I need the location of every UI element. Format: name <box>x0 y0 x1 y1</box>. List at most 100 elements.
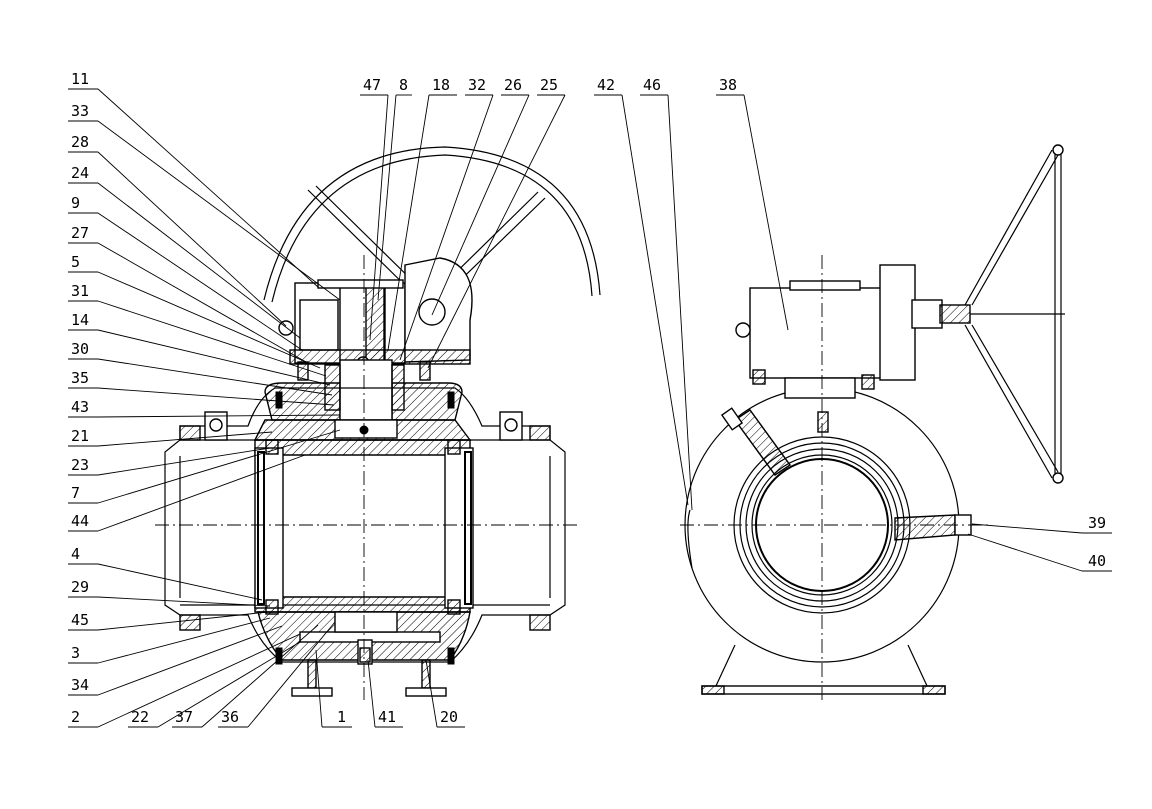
part-label: 39 <box>1088 514 1106 532</box>
callout-31: 31 <box>68 282 327 377</box>
callout-8: 8 <box>377 76 412 301</box>
support-foot <box>405 687 447 697</box>
gasket <box>275 391 283 409</box>
callout-45: 45 <box>68 611 269 631</box>
base-plate <box>701 685 946 695</box>
callout-43: 43 <box>68 398 341 418</box>
seat-spring-left <box>265 599 279 615</box>
part-label: 5 <box>71 253 80 271</box>
callout-3: 3 <box>68 617 271 664</box>
part-label: 44 <box>71 512 89 530</box>
callout-40: 40 <box>967 533 1112 572</box>
adapter-bolt <box>861 374 875 390</box>
part-label: 35 <box>71 369 89 387</box>
ball-top <box>254 439 471 456</box>
injection-fitting <box>720 407 744 431</box>
handwheel-spoke-side <box>971 154 1059 306</box>
callout-36: 36 <box>218 621 336 728</box>
callout-27: 27 <box>68 224 307 363</box>
part-label: 46 <box>643 76 661 94</box>
callout-2: 2 <box>68 633 301 728</box>
seat-spring-left <box>265 439 279 455</box>
body-lug <box>529 614 551 631</box>
callout-37: 37 <box>172 624 319 728</box>
gasket <box>447 391 455 409</box>
callout-33: 33 <box>68 102 341 301</box>
part-label: 9 <box>71 194 80 212</box>
part-label: 2 <box>71 708 80 726</box>
side-view <box>680 144 1065 700</box>
part-label: 24 <box>71 164 89 182</box>
callout-30: 30 <box>68 340 333 396</box>
part-label: 43 <box>71 398 89 416</box>
lifting-lug-hole <box>504 418 518 432</box>
callout-4: 4 <box>68 545 263 601</box>
gearbox-top <box>789 280 861 291</box>
handwheel-spoke-side <box>964 324 1053 479</box>
gearbox-top-plate <box>317 279 404 289</box>
seat-ring-right <box>464 451 472 605</box>
bottom-callouts: 22 37 36 1 41 20 <box>128 621 465 728</box>
gearbox-side <box>879 264 916 381</box>
callout-39: 39 <box>971 514 1112 534</box>
callout-47: 47 <box>360 76 389 341</box>
callout-38: 38 <box>716 76 789 331</box>
top-stem-marker <box>817 411 829 433</box>
part-label: 14 <box>71 311 89 329</box>
callout-22: 22 <box>128 641 301 728</box>
callout-44: 44 <box>68 454 306 532</box>
part-label: 47 <box>363 76 381 94</box>
handwheel-rim <box>263 146 601 301</box>
part-label: 33 <box>71 102 89 120</box>
adapter-bolt <box>752 369 766 385</box>
lifting-lug-hole <box>209 418 223 432</box>
part-label: 28 <box>71 133 89 151</box>
callout-25: 25 <box>427 76 566 369</box>
part-label: 1 <box>337 708 346 726</box>
part-label: 8 <box>399 76 408 94</box>
part-label: 29 <box>71 578 89 596</box>
vent-port <box>894 514 956 541</box>
callout-20: 20 <box>425 659 465 728</box>
part-label: 38 <box>719 76 737 94</box>
part-label: 31 <box>71 282 89 300</box>
handwheel-rim-inner <box>271 154 593 303</box>
base-plate-end <box>701 685 725 695</box>
seat-spring-right <box>447 439 461 455</box>
gearbox-plug <box>735 322 751 338</box>
ball-bottom <box>254 596 471 613</box>
base-plate-end <box>922 685 946 695</box>
part-label: 22 <box>131 708 149 726</box>
callout-18: 18 <box>387 76 457 351</box>
part-label: 21 <box>71 427 89 445</box>
callout-14: 14 <box>68 311 331 386</box>
part-label: 32 <box>468 76 486 94</box>
callout-29: 29 <box>68 578 271 607</box>
part-label: 40 <box>1088 552 1106 570</box>
handwheel-rim-bottom <box>1052 472 1064 484</box>
handwheel-spoke-side <box>971 324 1059 473</box>
support-leg <box>307 659 317 689</box>
callout-21: 21 <box>68 427 273 447</box>
callout-28: 28 <box>68 133 287 327</box>
top-callouts: 47 8 18 32 26 25 42 46 38 <box>360 76 789 511</box>
callout-1: 1 <box>315 649 352 728</box>
callout-23: 23 <box>68 447 271 476</box>
handwheel-rim-top <box>1052 144 1064 156</box>
stem <box>339 359 393 423</box>
left-callouts: 11 33 28 24 9 27 5 31 14 30 35 43 21 23 … <box>68 70 341 728</box>
callout-11: 11 <box>68 70 319 288</box>
support-leg <box>421 659 431 689</box>
part-label: 4 <box>71 545 80 563</box>
callout-7: 7 <box>68 429 341 504</box>
callout-9: 9 <box>68 194 303 351</box>
trunnion-bottom <box>334 611 398 633</box>
drain-plug-body <box>359 647 371 663</box>
seat-right <box>444 447 474 609</box>
callout-34: 34 <box>68 625 283 696</box>
part-label: 3 <box>71 644 80 662</box>
callout-26: 26 <box>431 76 530 316</box>
part-label: 23 <box>71 456 89 474</box>
gearbox-side-cover <box>299 299 339 351</box>
